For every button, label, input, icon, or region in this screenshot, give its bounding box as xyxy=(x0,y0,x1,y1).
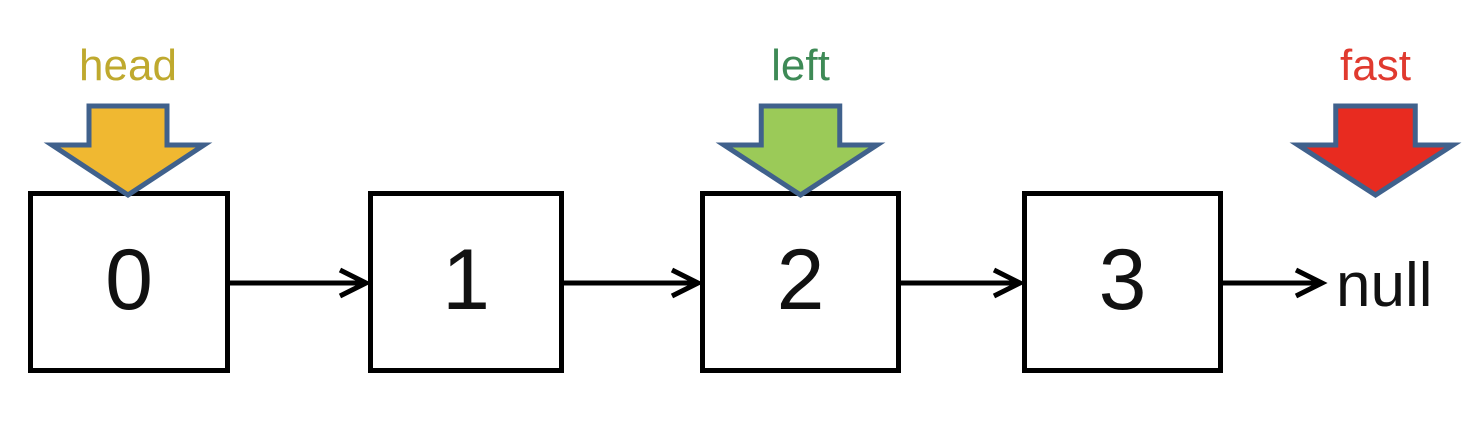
pointer-left-label: left xyxy=(771,41,830,90)
down-arrow-icon xyxy=(1289,103,1462,198)
list-node-3: 3 xyxy=(1022,191,1223,373)
down-arrow-icon xyxy=(715,103,886,198)
node-value: 1 xyxy=(442,232,490,328)
list-node-2: 2 xyxy=(700,191,901,373)
list-node-1: 1 xyxy=(368,191,564,373)
connector-arrow-node2-to-node3 xyxy=(901,267,1026,299)
connector-arrow-node1-to-node2 xyxy=(564,267,704,299)
null-terminator-label: null xyxy=(1336,251,1433,320)
pointer-fast-label: fast xyxy=(1340,41,1411,90)
connector-arrow-node3-to-null xyxy=(1223,267,1328,299)
node-value: 3 xyxy=(1098,232,1147,328)
list-node-0: 0 xyxy=(28,191,230,373)
node-value: 0 xyxy=(105,232,153,328)
pointer-head-label: head xyxy=(79,41,177,90)
node-value: 2 xyxy=(776,232,825,328)
down-arrow-icon xyxy=(43,103,213,198)
connector-arrow-node0-to-node1 xyxy=(230,267,372,299)
